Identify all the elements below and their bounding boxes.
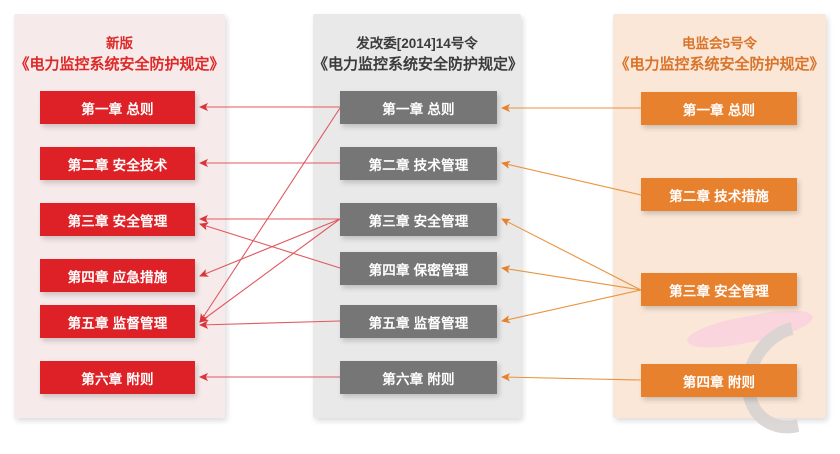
chapter-box-new-3[interactable]: 第三章 安全管理 [40,203,195,236]
link-ndrc4-new3 [199,222,341,269]
diagram-canvas: 新版 《电力监控系统安全防护规定》 第一章 总则 第二章 安全技术 第三章 安全… [14,14,840,454]
connectors-serc-to-ndrc [501,103,642,382]
chapter-box-serc-4[interactable]: 第四章 附则 [641,364,797,397]
link-serc3-ndrc5 [501,289,642,324]
link-ndrc3-new4 [199,218,341,277]
chapter-box-serc-3[interactable]: 第三章 安全管理 [641,273,797,306]
link-serc2-ndrc2 [501,160,642,196]
chapter-box-new-5[interactable]: 第五章 监督管理 [40,305,195,338]
chapter-box-ndrc-2[interactable]: 第二章 技术管理 [340,147,497,180]
link-ndrc1-new5 [199,107,341,323]
panel-serc-heading-line1: 电监会5号令 [681,36,757,51]
panel-ndrc-heading-line1: 发改委[2014]14号令 [356,36,478,51]
link-serc3-ndrc4 [501,265,642,291]
panel-new-heading: 新版 《电力监控系统安全防护规定》 [14,34,225,75]
chapter-box-ndrc-4[interactable]: 第四章 保密管理 [340,252,497,285]
chapter-box-serc-2[interactable]: 第二章 技术措施 [641,178,797,211]
panel-serc-heading-line2: 《电力监控系统安全防护规定》 [614,55,825,73]
chapter-box-ndrc-1[interactable]: 第一章 总则 [340,91,497,124]
chapter-box-serc-1[interactable]: 第一章 总则 [641,92,797,125]
panel-new-heading-line1: 新版 [106,36,133,51]
chapter-box-new-2[interactable]: 第二章 安全技术 [40,147,195,180]
panel-serc-heading: 电监会5号令 《电力监控系统安全防护规定》 [613,34,826,75]
connector-layer [199,102,642,382]
panel-new-heading-line2: 《电力监控系统安全防护规定》 [14,55,225,73]
link-ndrc5-new5 [199,320,341,329]
chapter-box-new-1[interactable]: 第一章 总则 [40,91,195,124]
link-serc3-ndrc3 [501,218,642,291]
chapter-box-ndrc-5[interactable]: 第五章 监督管理 [340,305,497,338]
connectors-ndrc-to-new [199,102,341,382]
chapter-box-ndrc-3[interactable]: 第三章 安全管理 [340,203,497,236]
panel-ndrc-heading-line2: 《电力监控系统安全防护规定》 [313,55,524,73]
panel-ndrc-heading: 发改委[2014]14号令 《电力监控系统安全防护规定》 [313,34,524,75]
chapter-box-new-4[interactable]: 第四章 应急措施 [40,259,195,292]
chapter-box-new-6[interactable]: 第六章 附则 [40,361,195,394]
link-serc4-ndrc6 [501,373,642,382]
link-ndrc3-new5 [199,218,341,323]
chapter-box-ndrc-6[interactable]: 第六章 附则 [340,361,497,394]
